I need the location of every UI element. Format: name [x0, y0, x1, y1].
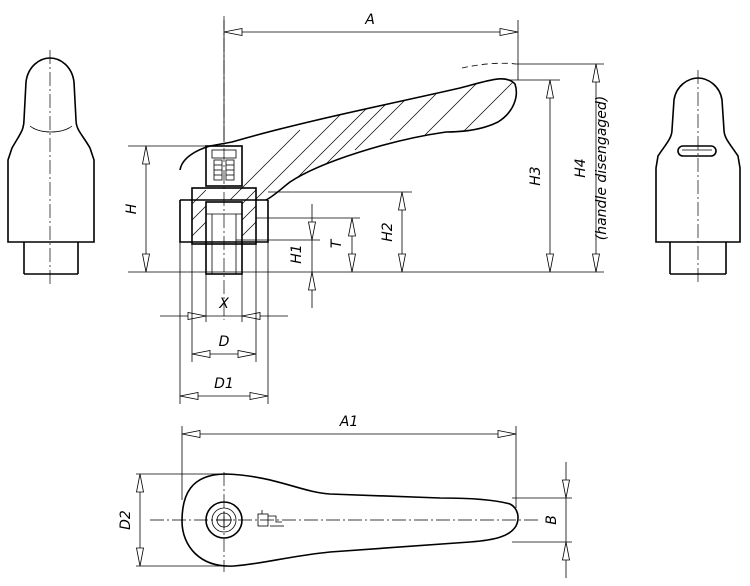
dim-label-H4: H4	[573, 158, 589, 177]
dim-label-A1: A1	[339, 414, 358, 430]
dim-label-X: X	[218, 296, 229, 312]
top-view	[136, 426, 572, 578]
dim-label-A: A	[364, 12, 375, 28]
dim-label-D2: D2	[118, 510, 134, 530]
dim-label-H4-note: (handle disengaged)	[594, 96, 610, 241]
dim-label-B: B	[544, 515, 560, 525]
dim-label-D1: D1	[214, 376, 234, 392]
front-view-dimensions	[128, 20, 604, 404]
right-side-view	[655, 70, 741, 284]
main-lever-view	[179, 16, 518, 320]
dim-label-D: D	[219, 334, 230, 350]
lock-symbol-icon	[257, 510, 284, 527]
dim-label-T: T	[329, 238, 345, 248]
dim-label-H1: H1	[289, 244, 305, 263]
left-side-view	[7, 50, 95, 284]
dim-label-H3: H3	[528, 166, 544, 185]
dim-label-H2: H2	[380, 222, 396, 242]
dim-label-H: H	[124, 203, 140, 214]
